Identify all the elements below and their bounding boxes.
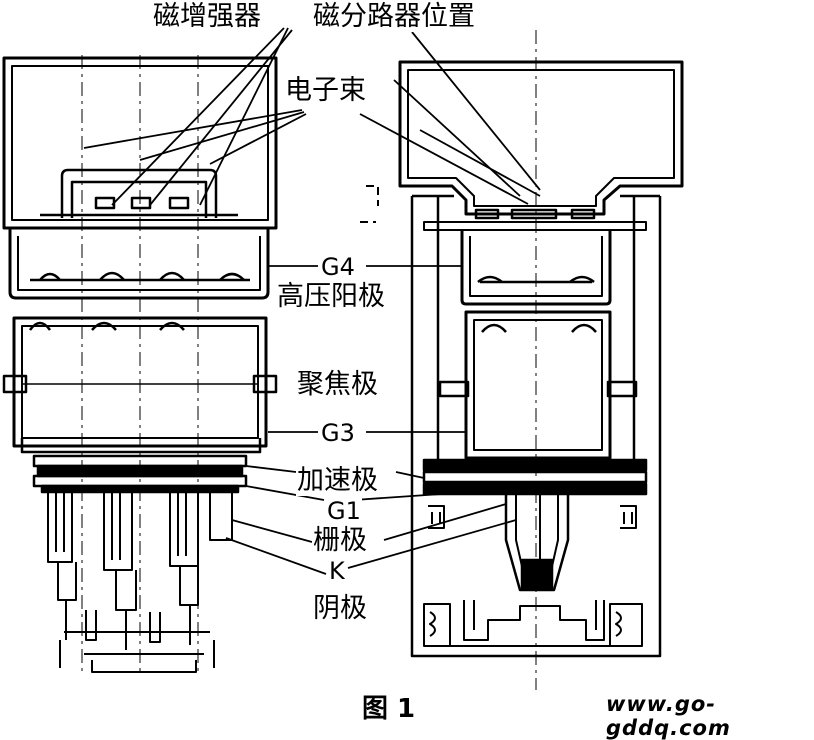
watermark: www.go-gddq.com bbox=[606, 692, 731, 740]
right-electron-gun bbox=[359, 30, 684, 690]
left-cathode-assembly bbox=[47, 492, 233, 673]
label-k: K bbox=[328, 556, 346, 586]
left-electron-beam bbox=[83, 109, 307, 165]
right-ceramic-supports bbox=[423, 505, 643, 647]
right-cathode-assembly bbox=[504, 494, 570, 592]
left-focus-electrode bbox=[2, 316, 278, 448]
right-support-frame bbox=[410, 194, 662, 658]
left-high-voltage-anode bbox=[8, 228, 270, 300]
label-electron-beam: 电子束 bbox=[284, 75, 367, 106]
label-magnetic-shunt-position: 磁分路器位置 bbox=[312, 1, 476, 32]
label-accelerating-electrode: 加速极 bbox=[296, 465, 379, 496]
label-g3: G3 bbox=[320, 418, 356, 448]
label-cathode: 阴极 bbox=[312, 593, 368, 624]
right-g4-cup bbox=[398, 60, 684, 231]
label-focus-electrode: 聚焦极 bbox=[296, 369, 379, 400]
right-accelerating-electrode bbox=[422, 458, 648, 496]
label-grid: 栅极 bbox=[312, 525, 368, 556]
right-focus-electrode bbox=[438, 310, 638, 460]
left-accelerating-electrode bbox=[20, 438, 262, 494]
left-electron-gun bbox=[2, 27, 307, 673]
right-high-voltage-anode bbox=[460, 230, 612, 306]
right-base bbox=[440, 600, 640, 647]
left-g4-cup bbox=[2, 56, 278, 230]
label-g1: G1 bbox=[326, 496, 362, 526]
figure-caption: 图 1 bbox=[362, 694, 416, 724]
electron-gun-diagram bbox=[2, 27, 684, 690]
label-g4: G4 bbox=[320, 252, 356, 282]
label-magnetic-enhancer: 磁增强器 bbox=[152, 1, 262, 32]
magnetic-enhancer-pointer bbox=[111, 27, 293, 206]
label-pointers bbox=[225, 31, 541, 575]
label-high-voltage-anode: 高压阳极 bbox=[276, 281, 386, 312]
right-electron-beam bbox=[359, 79, 541, 205]
